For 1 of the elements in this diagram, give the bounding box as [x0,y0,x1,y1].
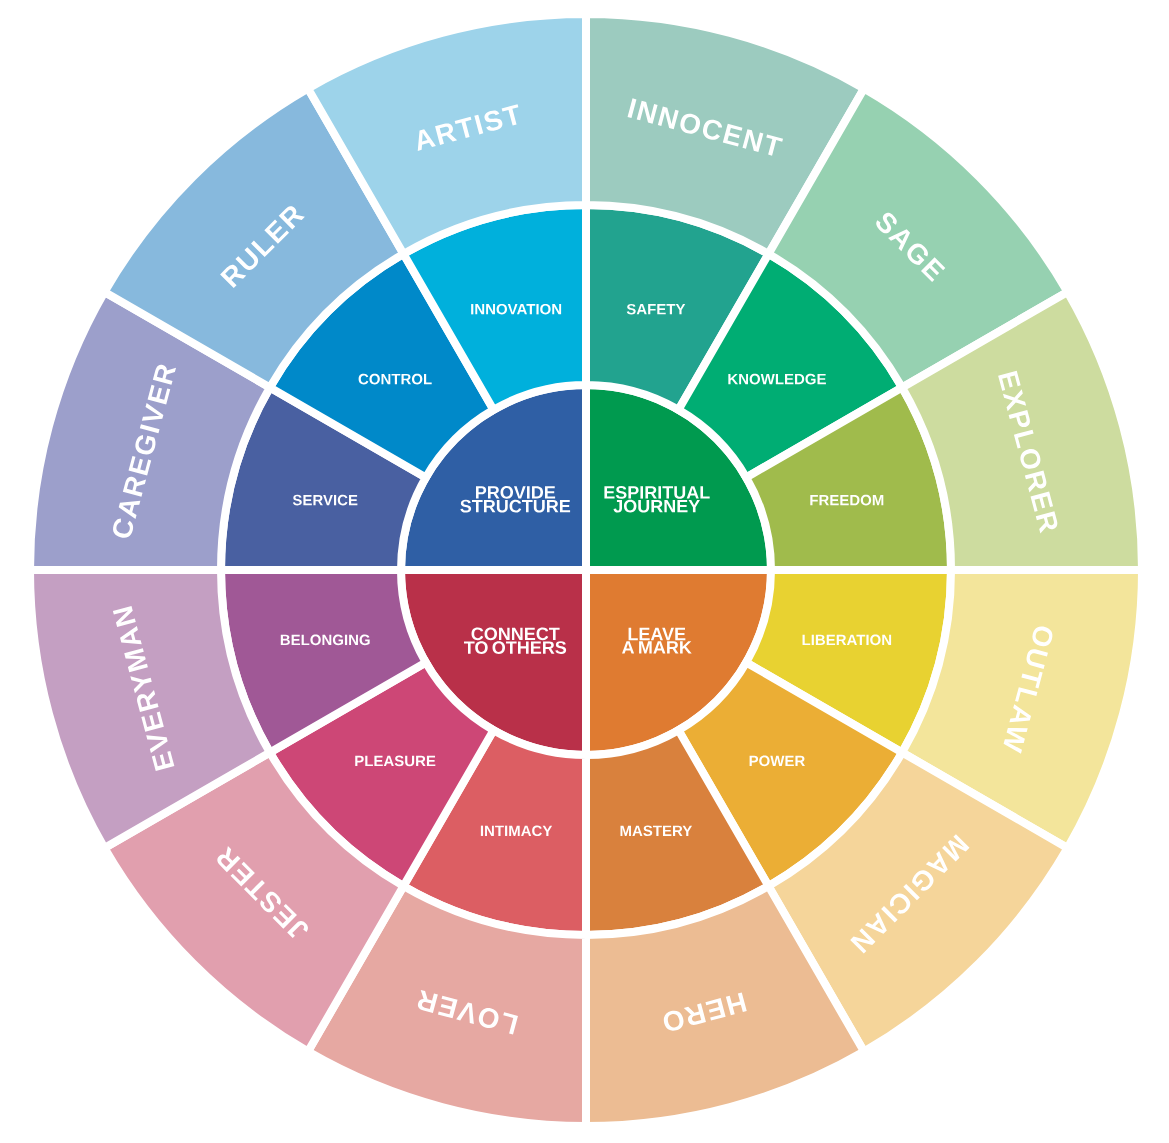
outer-segment: ARTIST [304,10,590,258]
